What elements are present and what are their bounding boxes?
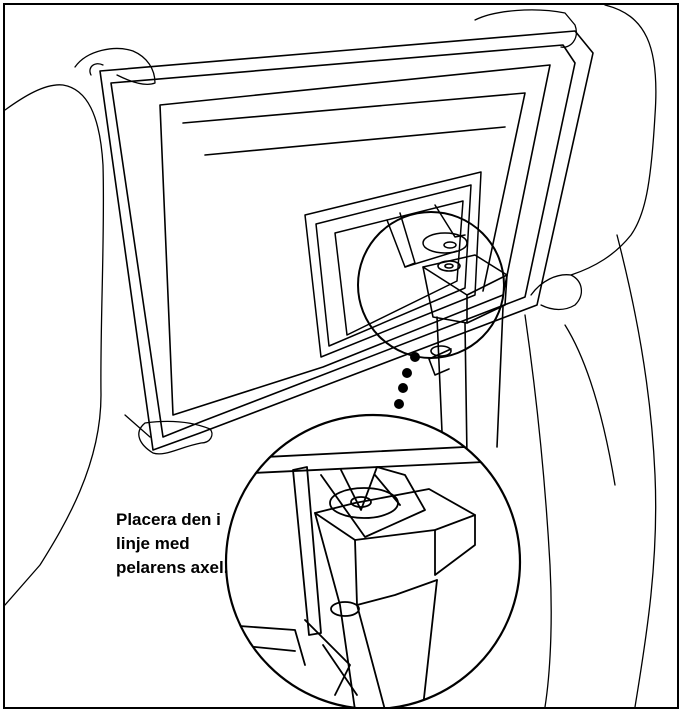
instruction-line-3: pelarens axel. [116,558,229,577]
alignment-instruction: Placera den i linje med pelarens axel. [116,508,236,580]
instruction-line-1: Placera den i [116,510,221,529]
right-person [474,5,657,707]
assembly-illustration [5,5,657,707]
illustration-frame: Placera den i linje med pelarens axel. [3,3,679,709]
instruction-line-2: linje med [116,534,190,553]
left-person [5,47,213,606]
callout-connector-dots [394,352,420,409]
wall-bracket [304,171,482,358]
detail-callout-circle [357,211,505,359]
tv-panel [99,30,594,451]
magnified-view-circle [224,413,522,707]
